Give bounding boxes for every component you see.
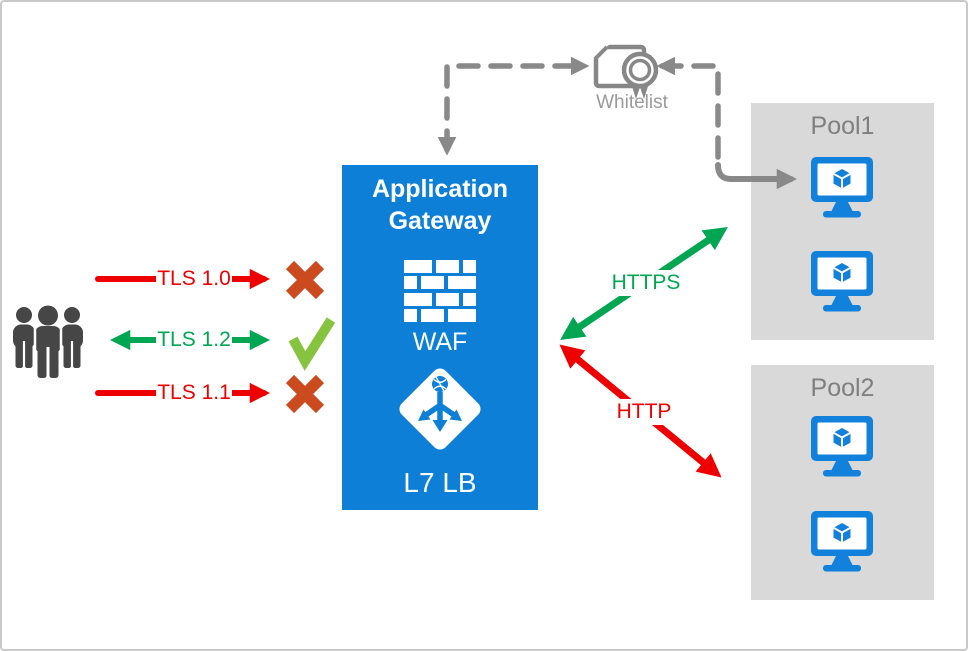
whitelist-route-left-dashed [437, 56, 590, 156]
pool1-box: Pool1 [751, 103, 934, 340]
whitelist-label: Whitelist [596, 92, 668, 113]
users-icon [13, 305, 83, 379]
allowed-check-icon [288, 317, 336, 371]
blocked-cross-icon [285, 374, 325, 414]
https-label: HTTPS [607, 270, 685, 296]
pool2-label: Pool2 [810, 374, 875, 402]
blocked-cross-icon [285, 260, 325, 300]
load-balancer-icon [399, 368, 481, 450]
vm-icon [809, 414, 875, 478]
application-gateway-title: Application Gateway [371, 175, 509, 235]
waf-brick-wall-icon [404, 260, 476, 322]
waf-label: WAF [412, 328, 468, 356]
vm-icon [809, 509, 875, 573]
pool1-label: Pool1 [810, 112, 875, 140]
l7-lb-label: L7 LB [403, 467, 477, 498]
vm-icon [809, 249, 875, 313]
tls-1-0-label: TLS 1.0 [156, 266, 232, 292]
tls-1-2-label: TLS 1.2 [156, 327, 232, 353]
pool2-box: Pool2 [751, 365, 934, 600]
http-label: HTTP [609, 399, 679, 425]
tls-1-1-label: TLS 1.1 [156, 380, 232, 406]
whitelist-certificate-icon [591, 42, 659, 99]
application-gateway-box: Application Gateway WAF [342, 165, 538, 510]
vm-icon [809, 155, 875, 219]
